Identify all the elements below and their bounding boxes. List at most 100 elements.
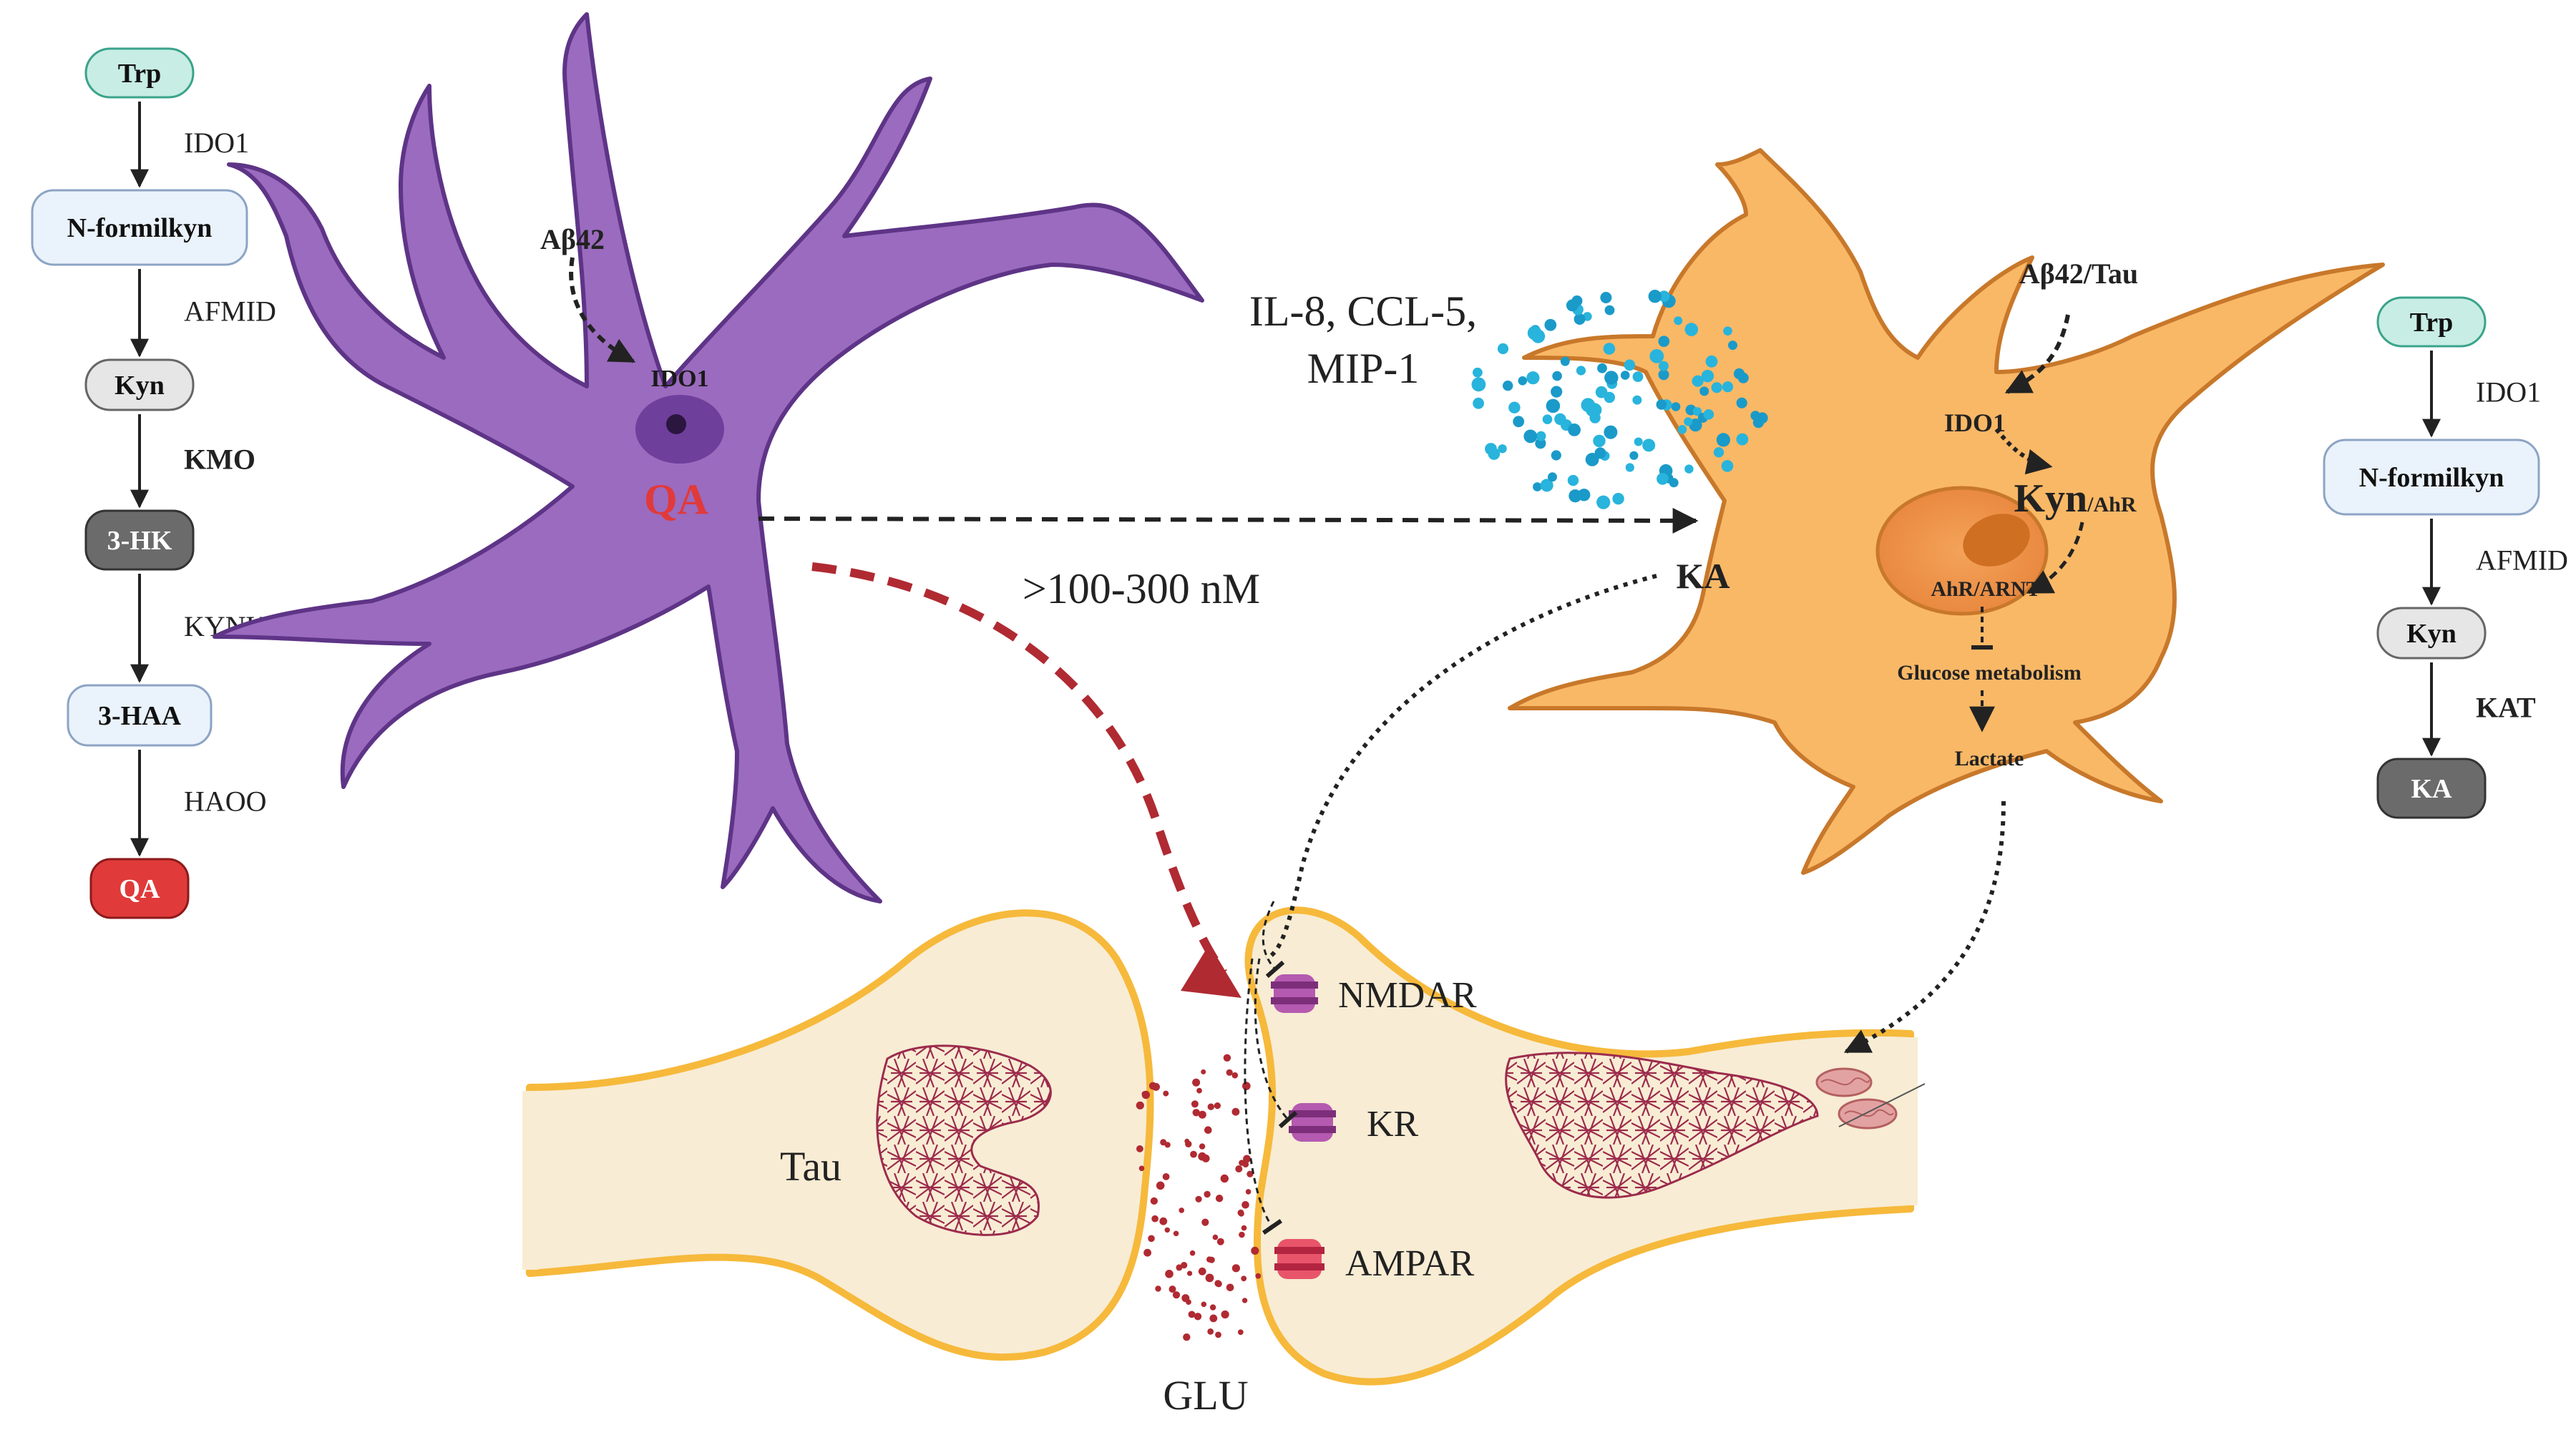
cytokine-dot — [1737, 372, 1749, 383]
glutamate-dot — [1237, 1329, 1244, 1336]
tau-label: Tau — [780, 1143, 841, 1190]
left_pathway-node-box — [84, 358, 195, 411]
glutamate-dot — [1221, 1310, 1229, 1319]
axon-cut-left — [522, 1091, 538, 1270]
glutamate-dot — [1198, 1267, 1206, 1275]
right_pathway-enzyme-label: AFMID — [2476, 544, 2568, 577]
cytokine-dot — [1629, 451, 1639, 460]
concentration-label: >100-300 nM — [1023, 565, 1260, 612]
cytokine-dot — [1703, 409, 1714, 420]
cytokine-dot — [1658, 336, 1670, 348]
cytokine-dot — [1723, 326, 1732, 336]
qa-to-astrocyte-arrow — [758, 507, 1699, 534]
glutamate-dot — [1226, 1069, 1233, 1076]
glutamate-dot — [1201, 1154, 1210, 1162]
right_pathway-node-box — [2376, 296, 2487, 348]
qa-arrowhead — [1181, 944, 1241, 998]
right_pathway-node-1: N-formilkyn — [2323, 439, 2540, 516]
glutamate-dot — [1181, 1262, 1188, 1269]
glutamate-dot — [1220, 1174, 1229, 1183]
left_pathway-node-label: Kyn — [114, 371, 165, 401]
glutamate-dot — [1188, 1311, 1196, 1318]
astrocyte-product-label: KA — [1677, 556, 1730, 596]
cytokine-dot — [1551, 450, 1561, 461]
right_pathway-node-label: Kyn — [2406, 619, 2457, 649]
cytokine-dot — [1604, 425, 1618, 439]
left_pathway-enzyme-label: KMO — [184, 444, 255, 476]
glutamate-dot — [1251, 1246, 1259, 1255]
right_pathway-enzyme-label: IDO1 — [2476, 376, 2541, 408]
microglia-product-label: QA — [644, 476, 708, 523]
cytokine-dot — [1604, 371, 1619, 385]
cytokine-dot — [1540, 479, 1553, 492]
left_pathway-node-box — [89, 858, 190, 919]
cytokine-dot — [1581, 398, 1596, 412]
glutamate-dot — [1189, 1250, 1196, 1256]
left_pathway-node-box — [84, 509, 195, 571]
cytokines-line1: IL-8, CCL-5, — [1249, 288, 1477, 335]
glutamate-dot — [1156, 1181, 1165, 1190]
cytokine-dot — [1658, 361, 1669, 371]
cytokine-dot — [1551, 386, 1563, 398]
left_pathway-node-2: Kyn — [84, 358, 195, 411]
cytokine-dot — [1576, 366, 1586, 376]
cytokine-dot — [1503, 381, 1513, 391]
cytokine-dot — [1634, 437, 1643, 446]
cytokine-dot — [1498, 444, 1507, 454]
glutamate-dot — [1195, 1195, 1202, 1203]
glutamate-dot — [1199, 1143, 1206, 1150]
presynaptic-terminal — [526, 909, 1154, 1361]
cytokine-dot — [1603, 343, 1616, 355]
glutamate-dot — [1242, 1082, 1251, 1090]
kr-label: KR — [1367, 1104, 1419, 1145]
cytokine-dot — [1542, 414, 1553, 424]
cytokine-dot — [1736, 397, 1747, 408]
glutamate-dot — [1204, 1190, 1211, 1198]
glutamate-dot — [1172, 1291, 1181, 1299]
glutamate-dot — [1239, 1160, 1245, 1166]
left_pathway-node-1: N-formilkyn — [31, 189, 248, 266]
nmdar-label: NMDAR — [1338, 975, 1477, 1016]
glutamate-dot — [1226, 1283, 1234, 1292]
cytokine-dot — [1721, 460, 1734, 472]
right_pathway-node-box — [2376, 607, 2487, 660]
microglia-stimulus-label: Aβ42 — [540, 223, 605, 255]
glutamate-dot — [1151, 1215, 1158, 1223]
cytokine-dot — [1620, 371, 1630, 380]
astrocyte-stimulus-label: Aβ42/Tau — [2019, 258, 2138, 290]
glutamate-dot — [1181, 1294, 1190, 1303]
cytokine-dot — [1508, 401, 1521, 413]
glutamate-dot — [1207, 1103, 1215, 1110]
astrocyte-nucleolus — [1963, 514, 2030, 567]
left_pathway-node-label: QA — [119, 874, 161, 904]
left_pathway-enzyme-label: AFMID — [184, 295, 276, 328]
glutamate-dot — [1204, 1126, 1212, 1134]
cytokine-dot — [1656, 399, 1667, 410]
microglia-cell — [213, 12, 1204, 903]
cytokine-dot — [1625, 463, 1634, 472]
kyn-main: Kyn — [2014, 476, 2087, 521]
glutamate-dot — [1214, 1102, 1221, 1110]
cytokine-dot — [1713, 447, 1724, 458]
lactate-to-neuron-arrow — [1843, 800, 2006, 1054]
cytokine-dot — [1642, 439, 1656, 452]
glutamate-dot — [1231, 1107, 1240, 1116]
cytokine-dot — [1488, 448, 1501, 460]
right_pathway-node-box — [2323, 439, 2540, 516]
right_pathway-node-label: KA — [2411, 774, 2453, 804]
cytokine-dot — [1568, 489, 1582, 503]
cytokine-dot — [1566, 299, 1579, 312]
glutamate-dot — [1216, 1238, 1224, 1245]
glutamate-dot — [1165, 1270, 1174, 1278]
glutamate-dot — [1162, 1173, 1170, 1180]
cytokine-dot — [1684, 464, 1694, 474]
cytokine-dot — [1471, 377, 1486, 392]
cytokine-dot — [1533, 482, 1542, 491]
cytokine-dot — [1612, 493, 1624, 505]
left_pathway-node-label: N-formilkyn — [67, 213, 213, 243]
glutamate-dot — [1148, 1235, 1155, 1243]
right_pathway-node-3: KA — [2376, 758, 2487, 819]
glutamate-dot — [1150, 1197, 1158, 1205]
cytokine-dot — [1513, 416, 1525, 428]
cytokine-dot — [1684, 417, 1693, 426]
